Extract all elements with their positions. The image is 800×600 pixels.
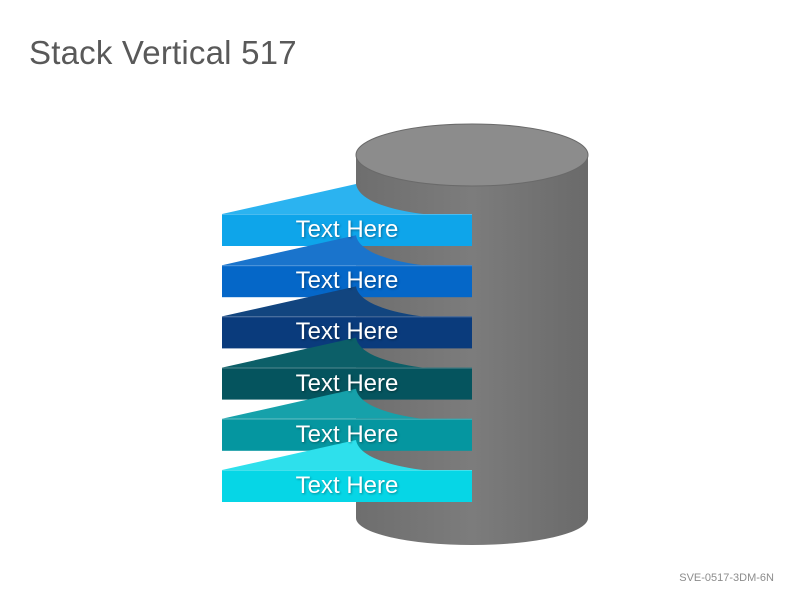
stack-band-wing <box>222 286 472 319</box>
stack-band-label: Text Here <box>295 267 399 295</box>
stack-band-label: Text Here <box>295 216 399 243</box>
stack-band-label: Text Here <box>295 420 399 448</box>
stack-band-label: Text Here <box>295 369 399 397</box>
stack-band-label: Text Here <box>295 318 399 346</box>
stack-band-wing <box>222 440 472 473</box>
stack-band-wing <box>222 184 472 217</box>
stack-band-wing <box>222 235 472 268</box>
stack-band-label: Text Here <box>295 472 399 499</box>
stack-bands <box>222 184 472 502</box>
stack-band <box>222 470 472 502</box>
cylinder-top <box>355 123 589 187</box>
slide-code: SVE-0517-3DM-6N <box>679 572 774 584</box>
slide-title: Stack Vertical 517 <box>29 34 297 71</box>
stack-band-wing <box>222 388 472 422</box>
stack-band-wing <box>222 337 472 370</box>
